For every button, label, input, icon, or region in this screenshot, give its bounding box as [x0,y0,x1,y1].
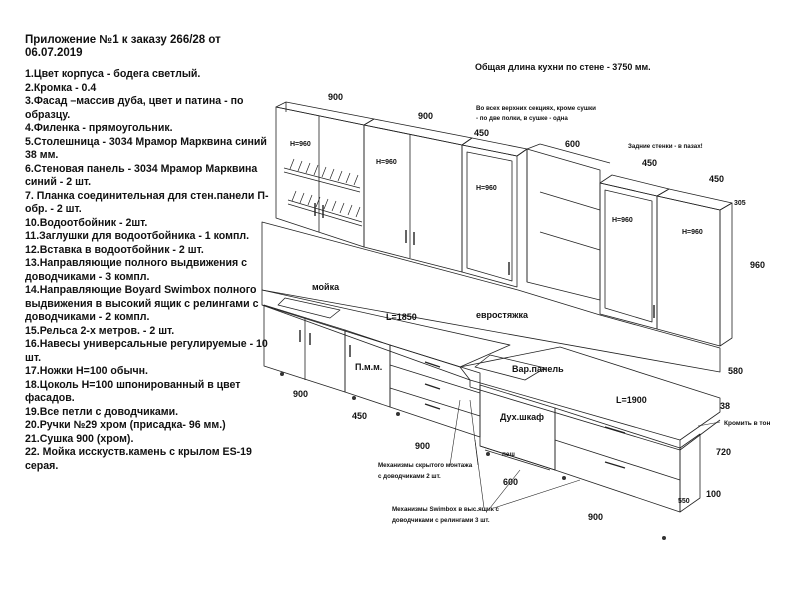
sink-outline [277,297,341,319]
spec-item: 19.Все петли с доводчиками. [25,405,179,418]
label-dishwasher: П.м.м. [355,362,382,372]
countertop-1 [261,289,511,368]
base-cabinet-4-oven [479,384,556,471]
upper-cabinet-2 [363,124,463,273]
spec-item: 16.Навесы универсальные регулируемые - 1… [25,338,268,364]
upper-niche-4 [526,148,601,301]
label-oven: Дух.шкаф [500,412,544,422]
height-label-1: H=960 [290,141,311,148]
order-title-line1: Приложение №1 к заказу 266/28 от [25,34,221,46]
upper-cabinet-1-top [275,101,375,126]
dim-base-3-width: 900 [415,441,430,451]
dim-base-height: 720 [716,447,731,457]
note-upper-shelves-1: Во всех верхних секциях, кроме сушки [476,105,596,112]
dim-upper-3-width: 450 [474,128,489,138]
note-swimbox-2: доводчиками с релингами 3 шт. [392,517,490,524]
spec-item: 7. Планка соединительная для стен.панели… [25,189,269,216]
dim-upper-6-width: 450 [709,174,724,184]
label-pesh: пеш [502,451,515,458]
label-eurotie: евростяжка [476,310,529,320]
spec-list: 1.Цвет корпуса - бодега светлый. 2.Кромк… [25,68,280,473]
dim-gap: 580 [728,366,743,376]
height-label-4: H=960 [612,217,633,224]
legs [280,372,666,540]
spec-item: 1.Цвет корпуса - бодега светлый. [25,68,201,80]
dim-countertop-1-length: L=1850 [386,312,417,322]
spec-item: 13.Направляющие полного выдвижения с дов… [25,257,248,283]
spec-item: 21.Сушка 900 (хром). [25,432,134,445]
spec-item: 5.Столешница - 3034 Мрамор Марквина сини… [25,135,267,162]
note-chrome: Кромить в тон [724,420,770,427]
spec-item: 20.Ручки №29 хром (присадка- 96 мм.) [25,419,226,431]
note-upper-shelves-2: - по две полки, в сушке - одна [476,115,568,122]
spec-item: 10.Водоотбойник - 2шт. [25,216,148,229]
total-length: Общая длина кухни по стене - 3750 мм. [475,62,651,72]
height-label-3: H=960 [476,185,497,192]
spec-item: 14.Направляющие Boyard Swimbox полного в… [25,284,259,323]
height-label-2: H=960 [376,159,397,166]
spec-item: 18.Цоколь Н=100 шпонированный в цвет фас… [25,378,241,405]
order-title-line2: 06.07.2019 [25,47,83,59]
spec-item: 3.Фасад –массив дуба, цвет и патина - по… [25,95,244,121]
upper-cabinet-6 [656,195,721,347]
label-sink: мойка [312,282,340,292]
dim-upper-5-width: 450 [642,158,657,168]
spec-item: 15.Рельса 2-х метров. - 2 шт. [25,324,175,337]
dim-countertop-2-length: L=1900 [616,395,647,405]
dim-upper-4-width: 600 [565,139,580,149]
note-hidden-mech-1: Механизмы скрытого монтажа [378,462,473,469]
upper-cabinet-6-side [719,202,733,347]
dim-base-depth: 550 [678,498,690,505]
spec-item: 2.Кромка - 0.4 [25,81,97,94]
label-hob: Вар.панель [512,364,564,374]
upper-cabinet-5 [599,182,658,330]
base-handles [299,330,626,469]
dim-base-1-width: 900 [293,389,308,399]
spec-item: 22. Мойка исскуств.камень с крылом ES-19… [25,446,252,472]
note-hidden-mech-2: с доводчиками 2 шт. [378,473,441,480]
note-back-walls: Задние стенки - в пазах! [628,143,703,150]
dim-upper-2-width: 900 [418,111,433,121]
upper-cabinet-6-top [656,188,733,211]
dim-plinth: 100 [706,489,721,499]
dish-rack [283,158,363,227]
upper-cabinet-2-top [363,118,473,146]
leader-lines [449,399,721,509]
upper-cabinet-3-glass [466,151,513,282]
hob-outline [474,354,546,381]
spec-item: 4.Филенка - прямоугольник. [25,122,173,134]
dim-upper-depth: 305 [734,200,746,207]
spec-item: 12.Вставка в водоотбойник - 2 шт. [25,243,204,256]
upper-cabinet-5-glass [604,189,653,323]
wall-panel [261,221,721,373]
upper-cabinet-1 [275,106,365,248]
base-cabinet-5-side [679,433,701,513]
countertop-2 [459,346,721,441]
dim-base-5-width: 900 [588,512,603,522]
dim-top-thickness: 38 [720,401,730,411]
height-label-5: H=960 [682,229,703,236]
note-swimbox-1: Механизмы Swimbox в выс.ящик с [392,506,500,513]
base-cabinet-3-drawers [389,344,481,438]
spec-item: 17.Ножки Н=100 обычн. [25,365,148,377]
upper-handles [314,203,655,318]
spec-item: 11.Заглушки для водоотбойника - 1 компл. [25,230,250,242]
dim-upper-1-width: 900 [328,92,343,102]
order-title: Приложение №1 к заказу 266/28 от 06.07.2… [25,34,221,60]
dim-base-2-width: 450 [352,411,367,421]
spec-item: 6.Стеновая панель - 3034 Мрамор Марквина… [25,162,258,189]
dim-base-4-width: 600 [503,477,518,487]
dim-upper-height: 960 [750,260,765,270]
upper-cabinet-5-top [599,174,670,197]
